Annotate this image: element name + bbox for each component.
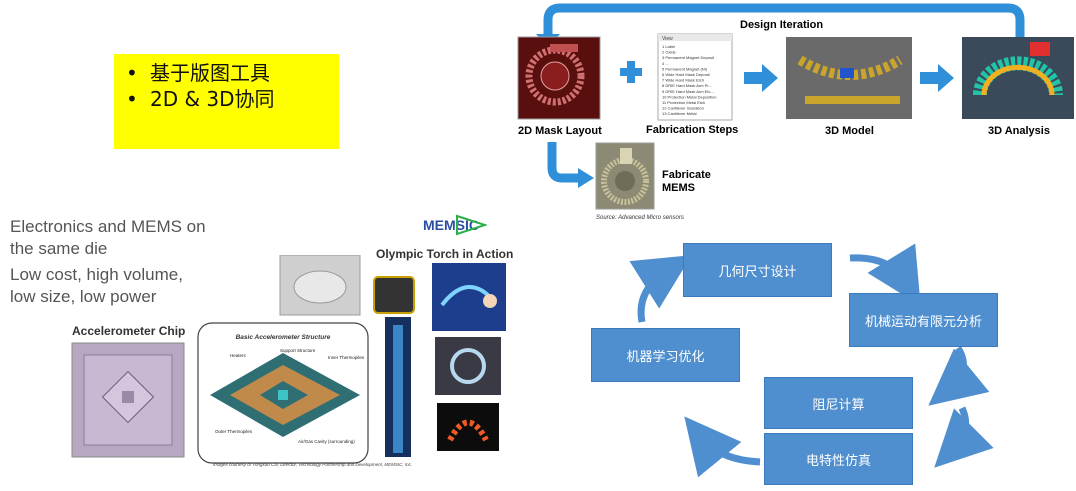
fabricated-mems-image <box>595 142 655 210</box>
mask-layout-image <box>517 36 601 120</box>
fabricate-arrow <box>547 142 580 183</box>
3d-model-image <box>786 37 912 119</box>
fab-step-item: 7 Wide Hard Mask Etch <box>662 78 704 83</box>
fab-step-item: 12 Cantilever Insulation <box>662 106 704 111</box>
fab-step-item: 4 ... <box>662 61 669 66</box>
3d-analysis-label: 3D Analysis <box>988 125 1050 137</box>
sem-photo <box>279 255 361 316</box>
fab-step-item: 3 Permanent Magnet Deposit <box>662 55 715 60</box>
bullet-text: 2D & 3D协同 <box>150 87 275 111</box>
accelerometer-structure-panel: Basic Accelerometer Structure Heaters Su… <box>197 322 369 464</box>
fabrication-steps-label: Fabrication Steps <box>646 124 738 136</box>
torch-photo-light <box>432 263 506 331</box>
mems-line: Low cost, high volume, <box>10 265 183 284</box>
svg-text:View: View <box>662 36 673 42</box>
design-iteration-label: Design Iteration <box>740 19 823 31</box>
torch-rod-photo <box>385 317 411 457</box>
accelerometer-chip-title: Accelerometer Chip <box>72 324 185 338</box>
cycle-arrows <box>629 243 994 478</box>
mems-photos: Accelerometer Chip Basic Accelerometer S… <box>71 255 506 467</box>
cycle-arrow <box>934 406 994 468</box>
structure-title: Basic Accelerometer Structure <box>236 334 331 341</box>
torch-fire-photo <box>437 403 499 451</box>
fabricate-arrowhead <box>578 168 594 188</box>
source-caption: Source: Advanced Micro sensors <box>596 215 684 221</box>
bullet-item: • 基于版图工具 <box>126 60 339 86</box>
mems-line: Electronics and MEMS on <box>10 217 206 236</box>
outer-thermopiles-label: Outer Thermopiles <box>215 429 253 434</box>
cycle-arrow <box>629 255 692 323</box>
memsic-logo: MEMSIC <box>423 213 489 241</box>
heaters-label: Heaters <box>230 353 247 358</box>
fab-step-item: 5 Permanent Magnet (Ni) <box>662 66 708 71</box>
fem-analysis-box: 机械运动有限元分析 <box>849 293 998 347</box>
mask-layout-label: 2D Mask Layout <box>518 125 602 137</box>
arrow-right-icon <box>920 64 954 92</box>
bullet-marker: • <box>126 61 138 85</box>
bullet-text: 基于版图工具 <box>150 61 270 85</box>
fab-step-item: 2 Oxide <box>662 50 677 55</box>
3d-analysis-image <box>962 37 1074 119</box>
fab-step-item: 1 Label <box>662 44 675 49</box>
cycle-arrow <box>928 346 990 406</box>
fab-step-item: 9 DRIE Hard Mask Arm Etc... <box>662 89 714 94</box>
fab-step-item: 8 DRIE Hard Mask Arm Pr... <box>662 83 712 88</box>
packaged-chip-photo <box>366 267 424 323</box>
arrow-right-icon <box>744 64 778 92</box>
mems-line: low size, low power <box>10 287 157 306</box>
fab-step-item: 11 Protection Metal Etch <box>662 100 705 105</box>
fab-step-item: 10 Protection Metal Deposition <box>662 94 716 99</box>
bullet-box: • 基于版图工具 • 2D & 3D协同 <box>114 54 339 149</box>
inner-thermopiles-label: Inner Thermopiles <box>328 355 365 360</box>
mems-label: MEMS <box>662 182 695 194</box>
support-label: Support Structure <box>280 348 316 353</box>
cavity-label: Air/Gas Cavity (surrounding) <box>298 439 355 444</box>
fab-step-item: 6 Wide Hard Mask Deposit <box>662 72 710 77</box>
olympic-torch-title: Olympic Torch in Action <box>376 247 514 261</box>
torch-ring-photo <box>435 337 501 395</box>
plus-icon <box>620 61 642 83</box>
machine-learning-box: 机器学习优化 <box>591 328 740 382</box>
mems-description: Electronics and MEMS on the same die Low… <box>10 216 206 308</box>
cycle-arrow <box>849 243 921 306</box>
electrical-sim-box: 电特性仿真 <box>764 433 913 485</box>
fabricate-label: Fabricate <box>662 169 711 181</box>
bullet-item: • 2D & 3D协同 <box>126 86 339 112</box>
geometry-design-box: 几何尺寸设计 <box>683 243 832 297</box>
iteration-loop-arrow <box>543 3 1025 38</box>
bullet-marker: • <box>126 87 138 111</box>
damping-calc-box: 阻尼计算 <box>764 377 913 429</box>
memsic-brand-text: MEMSIC <box>423 217 479 233</box>
bullet-list: • 基于版图工具 • 2D & 3D协同 <box>114 54 339 112</box>
image-credit: Images courtesy of Yongxao Cai, Director… <box>213 462 412 467</box>
fab-step-item: 13 Cantilever Metal <box>662 111 697 116</box>
accelerometer-chip-image <box>71 342 185 458</box>
3d-model-label: 3D Model <box>825 125 874 137</box>
cycle-arrow <box>684 416 761 478</box>
mems-line: the same die <box>10 239 108 258</box>
